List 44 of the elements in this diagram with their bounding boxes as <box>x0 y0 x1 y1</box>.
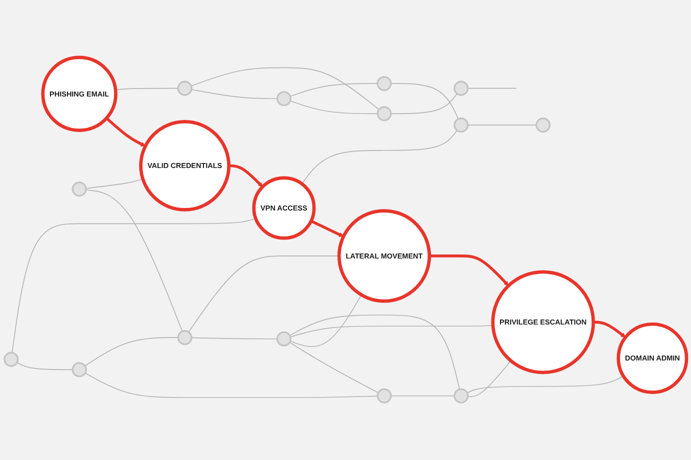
connector <box>86 189 183 332</box>
connector <box>12 218 256 354</box>
connector <box>115 88 179 90</box>
node-circle <box>454 80 469 96</box>
connector <box>84 372 378 398</box>
node-circle <box>454 388 469 404</box>
node-circle <box>276 331 292 346</box>
node-circle <box>276 91 292 106</box>
arrow <box>593 320 626 338</box>
connector <box>301 130 458 184</box>
connector <box>290 324 494 338</box>
connector <box>86 178 144 189</box>
connector <box>289 342 379 394</box>
node-circle <box>376 76 392 92</box>
arrow <box>310 220 344 237</box>
arrow <box>228 164 263 188</box>
connector <box>191 337 278 340</box>
connector <box>467 360 512 398</box>
connector <box>190 67 380 110</box>
node-circle <box>177 330 192 346</box>
node-circle <box>536 118 551 133</box>
arrow <box>429 254 509 286</box>
connector <box>16 362 74 370</box>
connector <box>290 83 378 97</box>
connector <box>390 395 455 396</box>
connector <box>390 83 459 120</box>
connector <box>290 294 362 347</box>
node-circle <box>376 388 392 404</box>
node-circle <box>72 362 87 378</box>
connector <box>290 100 378 114</box>
connector <box>467 124 537 126</box>
node-circle <box>4 352 19 367</box>
connector <box>188 256 340 332</box>
connector <box>84 337 179 366</box>
arrow <box>106 117 146 146</box>
node-circle <box>72 182 87 197</box>
node-circle <box>177 80 192 96</box>
connector <box>466 375 624 394</box>
connector <box>390 93 458 114</box>
connector <box>190 89 278 100</box>
connector <box>289 314 460 390</box>
node-circle <box>454 118 469 133</box>
node-circle <box>376 106 392 122</box>
connector <box>467 88 517 89</box>
